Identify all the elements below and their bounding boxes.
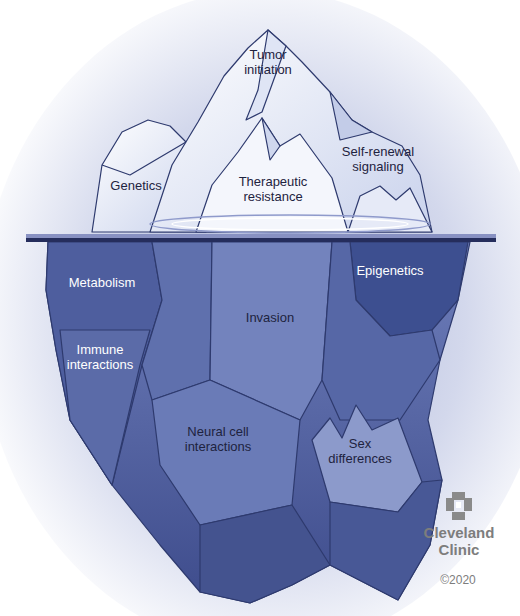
region-label: Neural cell interactions xyxy=(172,425,264,455)
region-label: Sex differences xyxy=(319,437,401,467)
region-label: Invasion xyxy=(230,311,310,326)
region-label: Metabolism xyxy=(57,276,147,291)
waterline xyxy=(26,238,496,242)
region-label: Immune interactions xyxy=(56,343,144,373)
region-label: Tumor initiation xyxy=(232,48,304,78)
region-label: Self-renewal signaling xyxy=(332,145,424,175)
logo-mark xyxy=(446,492,472,520)
watermark: Cleveland Clinic xyxy=(416,524,502,559)
water-ripple xyxy=(150,215,430,233)
copyright: ©2020 xyxy=(428,574,488,588)
water-ripple xyxy=(172,218,408,230)
tip-of-iceberg xyxy=(92,30,432,232)
region-label: Genetics xyxy=(96,179,176,194)
region-label: Epigenetics xyxy=(345,264,435,279)
water-surface xyxy=(26,234,496,238)
underwater-ice xyxy=(46,242,470,603)
region-label: Therapeutic resistance xyxy=(227,175,319,205)
